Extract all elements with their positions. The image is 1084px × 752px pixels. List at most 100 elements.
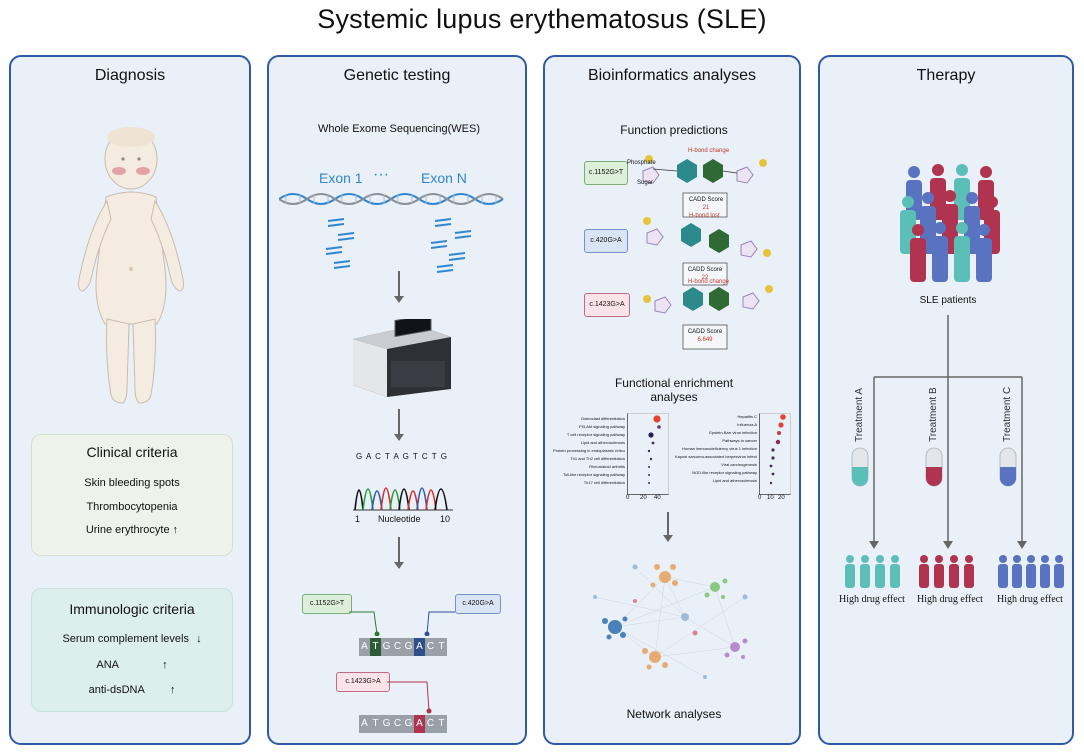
base-letter: A (361, 641, 368, 652)
base-letter: T (372, 641, 379, 652)
nucleotide-start: 1 (355, 514, 361, 524)
base-letter: T (372, 718, 379, 729)
base-letter: C (393, 718, 402, 729)
responders-group-crimson (919, 555, 974, 588)
child-figure-illustration (78, 127, 184, 404)
treatment-label-a: Treatment A (854, 387, 865, 442)
enrichment-plot-right: Hepatitis C Influenza A Epstein-Barr virus… (675, 413, 795, 509)
flow-arrow (394, 409, 404, 441)
therapy-panel: Therapy SLE patients Treatment (818, 55, 1074, 745)
molecule-illustration (643, 285, 773, 350)
enrichment-term-label: Hepatitis C (737, 414, 757, 419)
clinical-item-row: Urine erythrocyte ↑ (32, 524, 232, 536)
prediction-variant-tag: c.1423G>A (584, 293, 630, 317)
hbond-change-label: H-bond change (688, 148, 730, 154)
immunologic-criteria-title: Immunologic criteria (69, 601, 195, 617)
exon-1-label: Exon 1 (319, 170, 363, 186)
variant-tag-c1152: c.1152G>T (302, 594, 352, 614)
enrichment-axis-right (759, 413, 791, 495)
responders-group-blue (998, 555, 1064, 588)
base-letter: A (416, 718, 423, 729)
clinical-criteria-box: Clinical criteria Skin bleeding spots Th… (31, 434, 233, 556)
sle-patients-label: SLE patients (919, 295, 977, 306)
variant-connector-lines (349, 611, 455, 636)
enrichment-term-label: Osteoclast differentiation (581, 416, 625, 421)
enrichment-term-label: Epstein-Barr virus infection (709, 430, 757, 435)
immunologic-item-row: anti-dsDNA ↑ (32, 684, 232, 696)
diagnosis-panel: Diagnosis Clinical criteria Skin bleedin… (9, 55, 251, 745)
enrichment-term-label: Influenza A (737, 422, 757, 427)
cadd-score-label: CADD Score (687, 267, 723, 273)
down-arrow-icon: ↓ (196, 633, 202, 645)
enrichment-title-line-2: analyses (650, 390, 698, 404)
hbond-change-label: H-bond change (688, 279, 730, 285)
immunologic-item: anti-dsDNA (88, 684, 145, 696)
capsule-blue-icon (999, 447, 1017, 487)
clinical-criteria-title: Clinical criteria (86, 444, 178, 460)
base-letter: C (393, 641, 402, 652)
immunologic-item-row: Serum complement levels ↓ (32, 633, 232, 645)
enrichment-term-label: Toll-like receptor signaling pathway (562, 472, 625, 477)
base-letter: G (382, 718, 391, 729)
nucleotide-end: 10 (440, 514, 451, 524)
cadd-score-value: 6.649 (697, 337, 713, 343)
dna-fragments-right-illustration (430, 218, 472, 273)
base-letter: G (404, 641, 413, 652)
variant-tag-c420: c.420G>A (455, 594, 501, 614)
enrichment-term-label: Kaposi sarcoma-associated herpesvirus in… (675, 454, 757, 459)
base-letter: C (426, 641, 435, 652)
wes-label: Whole Exome Sequencing(WES) (317, 123, 480, 135)
sugar-label: Sugar (637, 180, 654, 186)
enrichment-term-label: Human immunodeficiency virus 1 infection (682, 446, 757, 451)
cadd-score-label: CADD Score (687, 329, 723, 335)
bioinformatics-title: Bioinformatics analyses (587, 67, 757, 84)
drug-effect-label-b: High drug effect (917, 594, 983, 605)
cadd-score-value: 22 (701, 275, 709, 281)
enrichment-term-label: Viral carcinogenesis (721, 462, 757, 467)
tick-label: 20 (778, 495, 785, 501)
variant-connector-line-3 (387, 681, 432, 714)
genetic-testing-title: Genetic testing (343, 67, 451, 84)
base-blocks-row-1 (359, 638, 447, 656)
patients-crowd-illustration (900, 164, 1000, 282)
flow-arrow (394, 537, 404, 569)
enrichment-dots-right (769, 414, 786, 485)
flow-arrow (394, 271, 404, 303)
immunologic-item: Serum complement levels (62, 633, 189, 645)
responders-group-teal (845, 555, 900, 588)
enrichment-term-label: Protein processing in endoplasmic reticu… (553, 448, 625, 453)
base-letter: T (438, 641, 445, 652)
clinical-item: Skin bleeding spots (84, 477, 180, 489)
dna-fragments-left-illustration (325, 218, 355, 269)
clinical-item: Urine erythrocyte (85, 524, 170, 536)
flow-arrow (663, 512, 673, 542)
enrichment-term-label: Pathways in cancer (722, 438, 757, 443)
drug-effect-label-a: High drug effect (839, 594, 905, 605)
immunologic-item-row: ANA ↑ (32, 659, 232, 671)
diagnosis-title: Diagnosis (94, 67, 166, 84)
treatment-label-c: Treatment C (1002, 386, 1013, 442)
treatment-label-b: Treatment B (928, 387, 939, 442)
prediction-variant-tag: c.420G>A (584, 229, 628, 253)
cadd-score-value: 21 (702, 205, 710, 211)
sequence-letters: G A C T A G T C T G (356, 452, 448, 461)
enrichment-term-label: NOD-like receptor signaling pathway (692, 470, 757, 475)
base-letter: T (438, 718, 445, 729)
enrichment-term-label: Rheumatoid arthritis (589, 464, 625, 469)
prediction-variant-tag: c.1152G>T (584, 161, 628, 185)
capsule-crimson-icon (925, 447, 943, 487)
dna-helix-illustration (279, 193, 504, 205)
tick-label: 20 (640, 495, 647, 501)
exon-n-label: Exon N (421, 170, 467, 186)
bioinformatics-panel: Bioinformatics analyses Function predict… (543, 55, 801, 745)
immunologic-item: ANA (96, 659, 120, 671)
enrichment-term-label: Lipid and atherosclerosis (712, 478, 757, 483)
variant-tag-c1423: c.1423G>A (336, 672, 390, 692)
function-predictions-title: Function predictions (620, 123, 728, 137)
phosphate-label: Phosphate (627, 160, 656, 166)
base-letter: G (382, 641, 391, 652)
enrichment-term-label: PI3-Akt signaling pathway (578, 424, 625, 429)
